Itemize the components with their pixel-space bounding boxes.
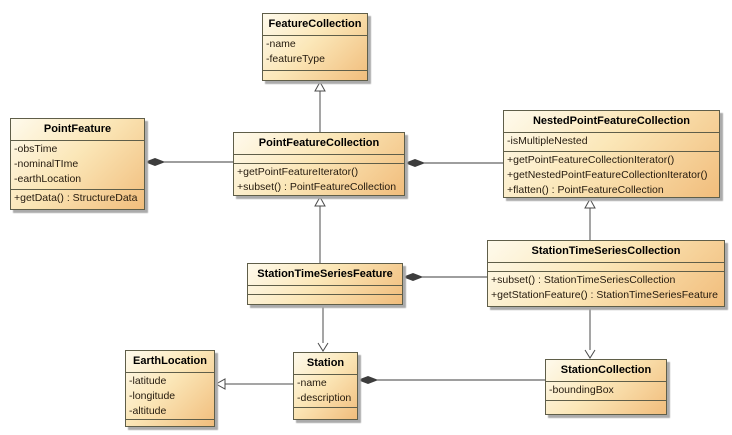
class-box-pointfeature: PointFeature -obsTime -nominalTIme -eart…	[10, 118, 145, 210]
attributes-compartment: -boundingBox	[546, 381, 666, 400]
attribute-row: -featureType	[266, 53, 325, 65]
attribute-row: -description	[297, 392, 352, 404]
class-box-stationtimeseriesfeature: StationTimeSeriesFeature	[247, 263, 403, 305]
class-title: NestedPointFeatureCollection	[532, 115, 691, 127]
methods-compartment-empty	[248, 294, 402, 305]
generalization-arrow-pfc-to-fc	[314, 80, 326, 132]
method-row: +getStationFeature() : StationTimeSeries…	[491, 289, 718, 301]
composition-diamond-stationtimeseriesfeature	[402, 272, 487, 282]
class-title: FeatureCollection	[268, 18, 362, 30]
generalization-arrow-stsf-to-pfc	[314, 195, 326, 263]
methods-compartment-empty	[126, 419, 214, 426]
composition-diamond-pointfeature	[144, 157, 233, 167]
methods-compartment: +subset() : StationTimeSeriesCollection …	[488, 271, 724, 307]
attributes-compartment: -name -description	[294, 374, 357, 407]
methods-compartment: +getPointFeatureCollectionIterator() +ge…	[504, 151, 719, 197]
class-title: StationCollection	[560, 364, 652, 376]
class-title: StationTimeSeriesCollection	[531, 245, 681, 257]
class-title: EarthLocation	[133, 355, 207, 367]
methods-compartment: +getPointFeatureIterator() +subset() : P…	[234, 163, 404, 196]
method-row: +getData() : StructureData	[14, 192, 138, 204]
attributes-compartment: -name -featureType	[263, 35, 367, 70]
attributes-compartment: -latitude -longitude -altitude	[126, 372, 214, 419]
class-box-stationtimeseriescollection: StationTimeSeriesCollection +subset() : …	[487, 240, 725, 307]
class-title: PointFeatureCollection	[258, 137, 380, 149]
attribute-row: -latitude	[129, 375, 167, 387]
composition-diamond-pointfeaturecollection	[404, 158, 503, 168]
attributes-compartment-empty	[234, 154, 404, 163]
class-box-nestedpointfeaturecollection: NestedPointFeatureCollection -isMultiple…	[503, 110, 720, 198]
attribute-row: -name	[266, 38, 296, 50]
class-title: StationTimeSeriesFeature	[257, 268, 393, 280]
method-row: +subset() : StationTimeSeriesCollection	[491, 274, 676, 286]
attribute-row: -obsTime	[14, 143, 58, 155]
methods-compartment-empty	[294, 407, 357, 419]
association-arrow-stsc-to-stationcollection	[584, 307, 596, 359]
class-title: Station	[306, 357, 345, 369]
method-row: +getNestedPointFeatureCollectionIterator…	[507, 169, 708, 181]
generalization-arrow-stsc-to-npfc	[584, 197, 596, 240]
methods-compartment-empty	[546, 400, 666, 412]
attribute-row: -longitude	[129, 390, 176, 402]
method-row: +getPointFeatureCollectionIterator()	[507, 154, 675, 166]
class-box-station: Station -name -description	[293, 352, 358, 420]
attributes-compartment: -isMultipleNested	[504, 132, 719, 151]
class-box-earthlocation: EarthLocation -latitude -longitude -alti…	[125, 350, 215, 427]
method-row: +flatten() : PointFeatureCollection	[507, 184, 664, 196]
class-box-featurecollection: FeatureCollection -name -featureType	[262, 13, 368, 81]
attribute-row: -isMultipleNested	[507, 135, 588, 147]
methods-compartment: +getData() : StructureData	[11, 189, 144, 210]
attributes-compartment-empty	[488, 262, 724, 271]
method-row: +getPointFeatureIterator()	[237, 166, 359, 178]
attribute-row: -nominalTIme	[14, 158, 79, 170]
attribute-row: -boundingBox	[549, 384, 614, 396]
class-box-stationcollection: StationCollection -boundingBox	[545, 359, 667, 415]
attribute-row: -name	[297, 377, 327, 389]
association-arrow-stsf-to-station	[317, 305, 329, 352]
attributes-compartment-empty	[248, 285, 402, 294]
class-title: PointFeature	[43, 123, 112, 135]
attribute-row: -altitude	[129, 405, 167, 417]
method-row: +subset() : PointFeatureCollection	[237, 181, 397, 193]
composition-diamond-station	[357, 375, 545, 385]
attribute-row: -earthLocation	[14, 173, 82, 185]
attributes-compartment: -obsTime -nominalTIme -earthLocation	[11, 140, 144, 189]
class-box-pointfeaturecollection: PointFeatureCollection +getPointFeatureI…	[233, 132, 405, 196]
generalization-arrow-station-to-earthlocation	[214, 378, 293, 390]
methods-compartment-empty	[263, 70, 367, 81]
